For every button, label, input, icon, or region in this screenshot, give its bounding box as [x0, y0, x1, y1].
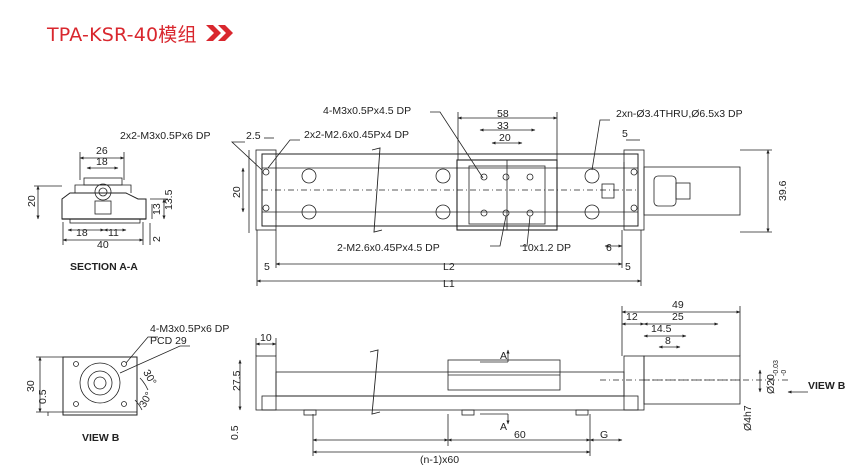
double-chevron-right-icon [205, 25, 233, 41]
dim-0-5-side: 0.5 [229, 425, 241, 440]
dim-6: 6 [606, 242, 612, 254]
dim-2: 2 [151, 236, 163, 242]
dim-60: 60 [514, 429, 526, 441]
end-view [36, 336, 190, 416]
angle-30-lower: 30° [137, 390, 155, 410]
view-b-caption: VIEW B [82, 432, 120, 444]
section-caption: SECTION A-A [70, 261, 138, 273]
dim-49: 49 [672, 299, 684, 311]
section-a-bottom: A [500, 421, 507, 433]
side-view-labels: 10 27.5 0.5 49 12 25 14.5 8 A A 60 G (n-… [229, 299, 846, 466]
dim-27-5: 27.5 [231, 370, 243, 391]
angle-30-upper: 30° [140, 368, 158, 388]
dim-20-top: 20 [499, 132, 511, 144]
dim-40: 40 [97, 239, 109, 251]
top-view [230, 111, 772, 286]
dim-20-left: 20 [26, 195, 38, 207]
dim-0-5-left: 0.5 [37, 389, 49, 404]
dim-18-top: 18 [96, 156, 108, 168]
dim-g: G [600, 429, 608, 441]
dim-58: 58 [497, 108, 509, 120]
dim-30: 30 [25, 380, 37, 392]
callout-pcd: PCD 29 [150, 335, 187, 347]
dim-12: 12 [626, 311, 638, 323]
callout-10x1-2: 10x1.2 DP [522, 242, 571, 254]
dim-13: 13 [151, 203, 163, 215]
dim-14-5: 14.5 [651, 323, 672, 335]
dim-l2: L2 [443, 261, 455, 273]
dim-pitch: (n-1)x60 [420, 454, 459, 466]
tol-top: -0.03 [773, 360, 780, 376]
side-view [238, 306, 808, 456]
dim-2-5: 2.5 [246, 130, 261, 142]
callout-view-b-m3: 4-M3x0.5Px6 DP [150, 323, 229, 335]
section-view [34, 152, 168, 245]
dim-13-5: 13.5 [163, 189, 175, 210]
dim-18-bottom: 18 [76, 227, 88, 239]
page-title: TPA-KSR-40模组 [47, 20, 235, 46]
callout-2xn: 2xn-Ø3.4THRU,Ø6.5x3 DP [616, 108, 743, 120]
dim-5-bottom: 5 [625, 261, 631, 273]
dim-11: 11 [108, 227, 119, 239]
dim-20-left-top: 20 [231, 186, 243, 198]
dim-5-right: 5 [622, 128, 628, 140]
dim-26: 26 [96, 145, 108, 157]
dim-39-6: 39.6 [777, 180, 789, 201]
dim-8: 8 [665, 335, 671, 347]
callout-m3-4-5: 4-M3x0.5Px4.5 DP [323, 105, 411, 117]
dim-phi20: Ø20 [765, 374, 777, 394]
end-view-labels: 4-M3x0.5Px6 DP PCD 29 30 0.5 30° 30° VIE… [25, 323, 229, 444]
dim-5-left: 5 [264, 261, 270, 273]
callout-2x2-m2-6: 2x2-M2.6x0.45Px4 DP [304, 129, 409, 141]
dim-l1: L1 [443, 278, 455, 290]
dim-phi4: Ø4h7 [742, 405, 754, 431]
section-a-top: A [500, 350, 507, 362]
section-view-labels: 26 18 20 13.5 13 18 11 40 2 SECTION A-A [26, 145, 175, 273]
view-b-label: VIEW B [808, 380, 846, 392]
top-view-labels: 4-M3x0.5Px4.5 DP 58 33 20 2x2-M3x0.5Px6 … [120, 105, 789, 290]
callout-2x2-m3: 2x2-M3x0.5Px6 DP [120, 130, 210, 142]
dim-25: 25 [672, 311, 684, 323]
dim-33: 33 [497, 120, 509, 132]
dim-10: 10 [260, 332, 272, 344]
tol-bottom: -0 [781, 370, 788, 376]
callout-m2-6-dp: 2-M2.6x0.45Px4.5 DP [337, 242, 440, 254]
title-text: TPA-KSR-40模组 [47, 23, 197, 46]
